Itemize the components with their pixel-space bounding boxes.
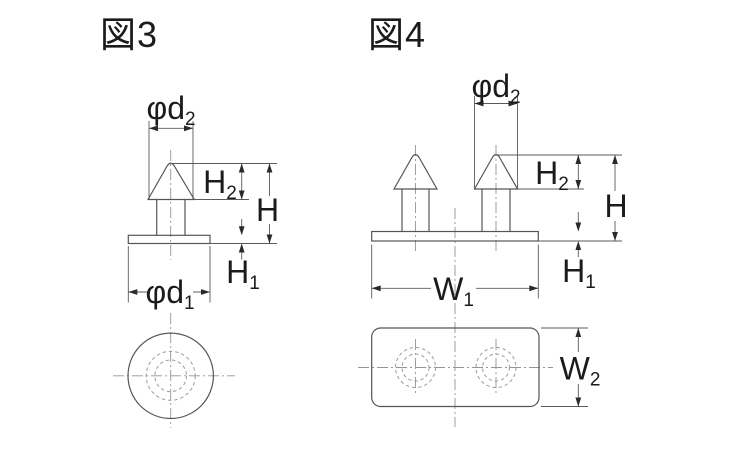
fig4-w2-arrow-bottom <box>575 397 582 407</box>
fig4-bottomview-right-cone-hidden-circle <box>475 347 517 388</box>
figure3-title: 図3 <box>100 14 158 55</box>
figure3-group: 図3 φd2 H2 H H1 <box>100 14 279 428</box>
fig3-bottomview-plate-circle <box>127 332 215 420</box>
fig4-d2-arrow-left <box>474 100 484 107</box>
fig3-d1-label: φd1 <box>145 274 194 314</box>
fig4-base-plate <box>371 230 539 242</box>
fig4-d2-arrow-right <box>508 100 518 107</box>
fig4-h2-label: H2 <box>535 155 569 195</box>
fig3-d2-arrow-right <box>184 125 193 132</box>
fig3-base-plate <box>127 234 211 245</box>
fig4-w1-arrow-left <box>371 285 381 292</box>
fig4-w2-arrow-top <box>575 328 582 337</box>
fig3-h2-arrow-top <box>238 163 245 173</box>
fig3-d2-label: φd2 <box>146 90 195 130</box>
fig4-h2-arrow-top <box>575 155 582 164</box>
fig4-w1-arrow-right <box>529 285 539 292</box>
fig3-h1-arrow-up <box>238 243 245 253</box>
fig3-h-label: H <box>256 192 279 228</box>
fig4-w2-label: W2 <box>560 351 601 391</box>
fig4-bottomview-left-stem-hidden-circle <box>401 353 430 382</box>
fig4-w1-label: W1 <box>433 271 474 311</box>
fig4-h1-arrow-down <box>575 222 582 232</box>
fig3-h1-arrow-down <box>238 226 245 236</box>
fig4-left-cone <box>392 154 439 190</box>
figure4-title: 図4 <box>368 14 426 55</box>
fig4-h-arrow-top <box>612 155 618 164</box>
fig3-d1-arrow-right <box>201 289 210 295</box>
fig4-h1-arrow-up <box>575 241 582 250</box>
fig4-bottomview-left-cone-hidden-circle <box>395 347 436 388</box>
fig3-bottomview-stem-hidden-circle <box>154 359 187 393</box>
fig3-h-arrow-top <box>266 163 273 173</box>
fig4-h2-arrow-bottom <box>575 180 582 189</box>
fig3-bottomview-cone-hidden-circle <box>145 350 196 401</box>
fig3-h1-label: H1 <box>226 254 260 294</box>
fig3-h2-label: H2 <box>203 164 237 204</box>
fig4-d2-label: φd2 <box>471 68 520 108</box>
fig4-h-label: H <box>604 188 627 224</box>
fig3-d2-arrow-left <box>149 125 158 132</box>
fig3-h2-arrow-bottom <box>238 190 245 200</box>
fig4-h-arrow-bottom <box>612 232 618 241</box>
fig3-d1-arrow-left <box>128 289 138 295</box>
fig3-h-arrow-bottom <box>266 234 273 244</box>
fig4-bottomview-right-stem-hidden-circle <box>482 353 510 382</box>
figure4-group: 図4 φd2 H2 H <box>358 14 628 427</box>
fig4-bottomview-plate-outline <box>371 327 540 408</box>
fig4-h1-label: H1 <box>562 253 596 293</box>
